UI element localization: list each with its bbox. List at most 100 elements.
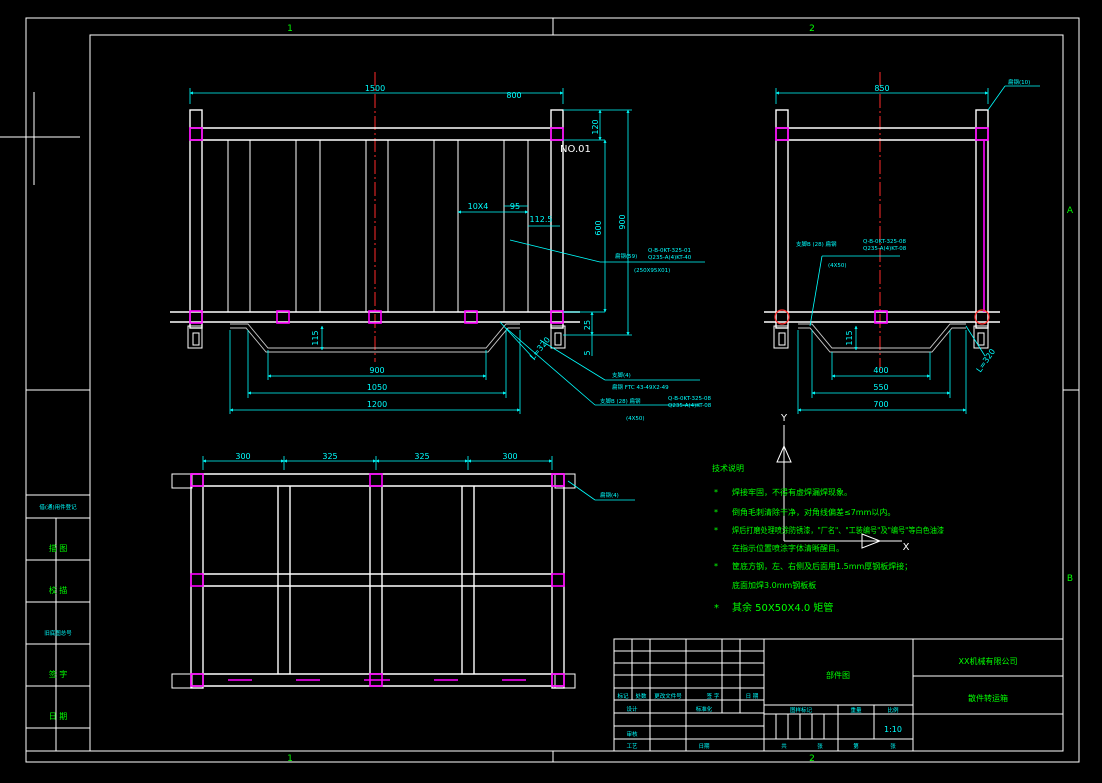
top-view-callout: 扁钢(4)	[600, 491, 619, 499]
dim-front-112-5: 112.5	[530, 215, 553, 224]
front-slat-spec-1: Q-B-0KT-325-01	[648, 248, 691, 254]
axis-x-label: X	[903, 542, 910, 553]
dim-top-300a: 300	[235, 452, 250, 461]
strip-cell-2: 校 描	[49, 585, 68, 595]
tb-row2-0: 设计	[626, 705, 638, 713]
tb-col-1: 重量	[850, 706, 862, 714]
front-dimensions	[189, 88, 705, 414]
dim-front-25: 25	[583, 320, 592, 330]
dim-front-5: 5	[583, 350, 592, 355]
side-mid-spec-1: Q-B-0KT-325-08	[863, 239, 907, 245]
dim-front-1500: 1500	[365, 84, 385, 93]
notes-title: 技术说明	[712, 463, 744, 473]
strip-cell-1: 描 图	[49, 543, 68, 553]
front-base-size: (4X50)	[626, 416, 645, 422]
notes-bullet-2: *	[714, 508, 718, 517]
notes-line-4: 在指示位置喷涂字体清晰醒目。	[732, 543, 844, 553]
front-slat-lead: 扁钢(59)	[615, 252, 637, 260]
dim-side-115: 115	[845, 330, 854, 345]
side-mid-size: (4X50)	[828, 263, 847, 269]
tb-hdr-3: 签 字	[707, 692, 720, 700]
dim-front-900: 900	[618, 214, 627, 229]
dim-front-115: 115	[311, 330, 320, 345]
side-mid-lead: 支脚B (28) 扁钢	[796, 240, 837, 248]
dim-side-550: 550	[873, 383, 888, 392]
strip-cell-0: 借(通)用件登记	[39, 503, 77, 511]
zone-bottom-1: 1	[287, 754, 293, 764]
dim-front-1050: 1050	[367, 383, 387, 392]
zone-right-a: A	[1067, 206, 1074, 216]
technical-notes: 技术说明 * 焊接牢固，不得有虚焊漏焊现象。 * 倒角毛刺清除干净，对角线偏差≤…	[712, 463, 944, 614]
axis-y-label: Y	[780, 413, 788, 424]
tb-hdr-1: 处数	[635, 692, 647, 700]
dim-top-300b: 300	[502, 452, 517, 461]
zone-right-b: B	[1067, 574, 1073, 584]
ucs-axis-icon: Y X	[776, 413, 910, 553]
front-weld-joints	[189, 127, 564, 324]
strip-cell-5: 日 期	[49, 712, 68, 721]
tb-sheet-0: 共	[781, 742, 787, 750]
top-view: 300 325 325 300 扁钢(4)	[171, 452, 635, 689]
tb-hdr-0: 标记	[617, 692, 629, 700]
strip-cell-3: 旧底图总号	[44, 629, 72, 637]
front-slat-spec-2: Q235-A(4)KT-40	[648, 255, 692, 261]
notes-line-1: 焊接牢固，不得有虚焊漏焊现象。	[732, 487, 852, 497]
side-view: 850 400 550 700 115 L=320 扁钢(10) 支脚B (28…	[764, 72, 1040, 414]
front-left-post	[189, 109, 203, 329]
front-base-spec-2: Q235-A(4)KT-08	[668, 403, 712, 409]
tb-row3-1: 工艺	[626, 743, 638, 750]
drawing-border: 1 2 1 2 A B	[25, 17, 1080, 764]
dim-side-400: 400	[873, 366, 888, 375]
notes-line-2: 倒角毛刺清除干净，对角线偏差≤7mm以内。	[732, 507, 895, 517]
front-foot-lead: 支脚(4)	[612, 371, 631, 379]
side-top-lead: 扁钢(10)	[1008, 78, 1030, 86]
zone-bottom-2: 2	[809, 754, 815, 764]
notes-last: 其余 50X50X4.0 矩管	[732, 601, 833, 614]
title-drawing-type: 部件图	[826, 670, 850, 680]
dim-front-95: 95	[510, 202, 520, 211]
front-foot-spec: 扁钢 FTC 43-49X2-49	[612, 383, 669, 391]
dim-front-600: 600	[594, 220, 603, 235]
zone-top-1: 1	[287, 24, 293, 34]
side-mid-spec-2: Q235-A(4)KT-08	[863, 246, 907, 252]
notes-line-3: 焊后打磨处理喷涂防锈漆，"厂名"、"工装编号"及"编号"等白色油漆	[732, 525, 944, 535]
dim-top-325a: 325	[322, 452, 337, 461]
left-revision-strip: 借(通)用件登记 描 图 校 描 旧底图总号 签 字 日 期	[25, 494, 91, 752]
title-part-name: 散件转运箱	[968, 693, 1008, 703]
tb-row2-1: 标准化	[696, 705, 713, 713]
tb-hdr-4: 日 期	[746, 693, 759, 700]
tb-col-0: 图样标记	[790, 706, 813, 714]
notes-bullet-3: *	[714, 526, 718, 535]
front-right-post	[550, 109, 564, 329]
title-block: 部件图 XX机械有限公司 散件转运箱 标记 处数 更改文件号 签 字 日 期 设…	[613, 638, 1064, 752]
strip-cell-4: 签 字	[49, 669, 68, 679]
front-view-label: NO.01	[560, 144, 591, 155]
tb-sheet-3: 张	[890, 742, 896, 750]
tb-sheet-1: 张	[817, 742, 823, 750]
dim-front-1200: 1200	[367, 400, 387, 409]
crosshair-cursor-icon[interactable]	[0, 92, 80, 185]
dim-front-800: 800	[506, 91, 521, 100]
tb-row3-2: 日期	[698, 743, 710, 750]
notes-bullet-4: *	[714, 562, 718, 571]
dim-side-slope: L=320	[975, 347, 998, 374]
dim-front-900w: 900	[369, 366, 384, 375]
tb-row3-0: 审核	[626, 730, 638, 738]
dim-front-tube: 10X4	[468, 202, 489, 211]
tb-scale: 1:10	[884, 725, 902, 734]
front-base-spec-1: Q-B-0KT-325-08	[668, 396, 712, 402]
dim-front-120: 120	[591, 119, 600, 134]
notes-line-5: 筐底方钢，左、右侧及后面用1.5mm厚钢板焊接；	[732, 561, 912, 571]
dim-side-850: 850	[874, 84, 889, 93]
notes-bullet-1: *	[714, 488, 718, 497]
title-company: XX机械有限公司	[959, 656, 1018, 666]
zone-top-2: 2	[809, 24, 815, 34]
tb-hdr-2: 更改文件号	[654, 692, 682, 700]
front-base-lead: 支脚B (28) 扁钢	[600, 397, 641, 405]
notes-line-6: 底面加焊3.0mm钢板板	[732, 580, 816, 590]
front-view: 1500 800 120 900 600 25 5 115 900 1050 1…	[170, 72, 712, 422]
dim-side-700: 700	[873, 400, 888, 409]
front-slat-size: (250X95X01)	[634, 268, 670, 274]
tb-sheet-2: 第	[853, 742, 859, 750]
